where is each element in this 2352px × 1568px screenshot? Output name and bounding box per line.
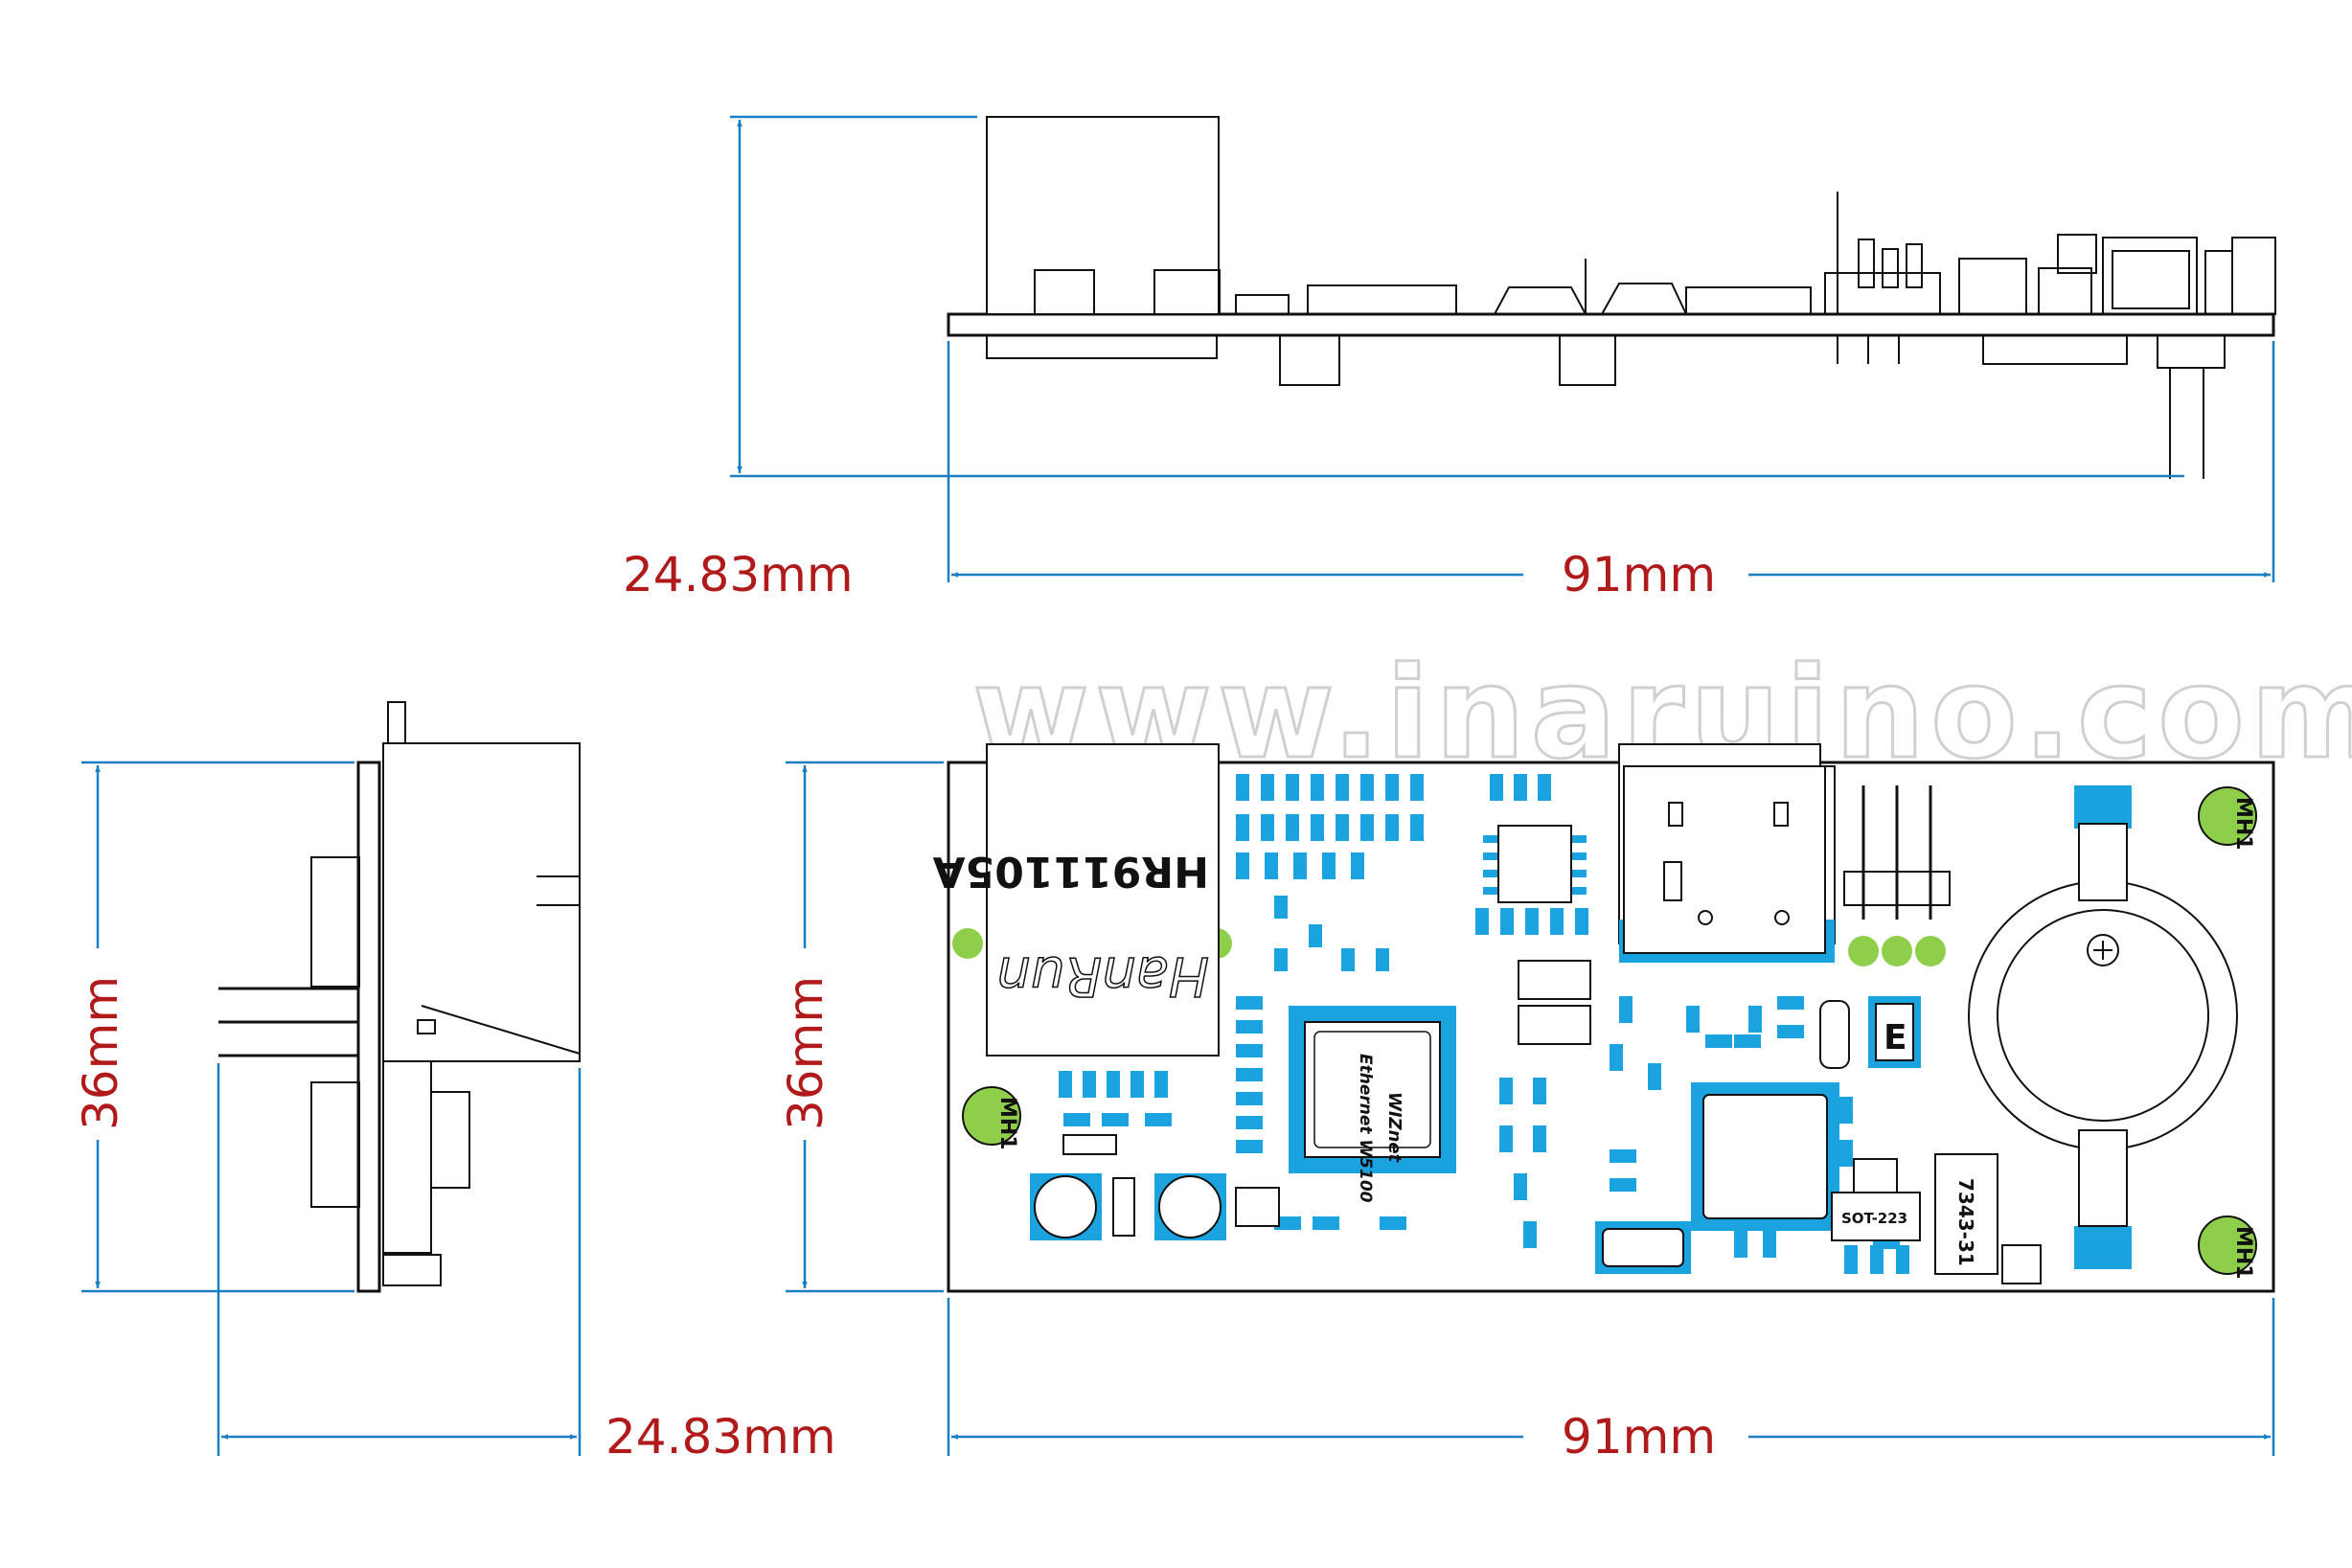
side-height-label: 24.83mm bbox=[623, 547, 854, 602]
side-bottom bbox=[1279, 334, 1340, 386]
side-comp bbox=[1601, 283, 1687, 315]
side-comp bbox=[1034, 269, 1095, 315]
diodes bbox=[1518, 960, 2042, 1284]
ethernet-chip-model: Ethernet W5100 bbox=[1356, 1054, 1375, 1203]
side-comp bbox=[2038, 267, 2092, 315]
battery-holder bbox=[1968, 785, 2238, 1269]
capacitor-label: 7343-31 bbox=[1954, 1178, 1977, 1266]
top-dimensions bbox=[786, 761, 2275, 1456]
front-rj45 bbox=[382, 742, 581, 1062]
side-comp bbox=[2102, 237, 2198, 315]
front-dimensions bbox=[81, 761, 582, 1456]
regulator-label: SOT-223 bbox=[1841, 1210, 1907, 1227]
side-bottom bbox=[1982, 334, 2128, 365]
side-bottom bbox=[2157, 334, 2226, 369]
side-comp bbox=[1685, 286, 1812, 315]
side-view bbox=[947, 116, 2276, 479]
side-comp bbox=[1153, 269, 1221, 315]
side-dimensions bbox=[730, 115, 2275, 582]
side-comp bbox=[1906, 243, 1923, 288]
side-comp bbox=[1958, 258, 2027, 315]
front-view bbox=[218, 701, 581, 1293]
side-comp bbox=[2112, 250, 2190, 309]
inductors bbox=[1030, 1134, 1280, 1240]
jumper-label: E bbox=[1884, 1018, 1907, 1057]
side-bottom bbox=[986, 334, 1218, 359]
mount-hole-label: MH1 bbox=[2231, 797, 2255, 851]
side-comp bbox=[1858, 239, 1875, 288]
side-comp bbox=[2057, 234, 2097, 274]
mount-hole-2: MH1 bbox=[962, 1086, 1021, 1150]
side-comp bbox=[1235, 294, 1290, 315]
side-rj45 bbox=[986, 116, 1220, 315]
mount-hole-1: MH1 bbox=[2198, 786, 2257, 851]
side-pcb bbox=[947, 312, 2275, 337]
mount-hole-label: MH1 bbox=[2231, 1226, 2255, 1280]
battery-plus-icon bbox=[2087, 934, 2119, 966]
voltage-regulator: SOT-223 bbox=[1831, 1158, 1921, 1274]
side-comp bbox=[1494, 286, 1587, 315]
side-comp bbox=[2231, 237, 2276, 315]
smd-pads bbox=[1059, 774, 1900, 1258]
front-height-label: 36mm bbox=[73, 976, 128, 1130]
eeprom-chip bbox=[1497, 825, 1572, 903]
front-width-label: 24.83mm bbox=[605, 1409, 836, 1465]
rj45-brand: HanRun bbox=[996, 944, 1209, 1007]
side-length-label: 91mm bbox=[1562, 547, 1716, 602]
rj45-part-number: HR911105A bbox=[933, 847, 1209, 896]
top-view: HR911105A HanRun bbox=[933, 743, 2275, 1293]
front-pcb bbox=[356, 761, 381, 1293]
crystal bbox=[1595, 1221, 1691, 1274]
top-length-label: 91mm bbox=[1562, 1409, 1716, 1465]
ethernet-chip: WIZnet Ethernet W5100 bbox=[1289, 1006, 1456, 1203]
pin-header bbox=[1843, 785, 1951, 966]
side-comp bbox=[1307, 284, 1457, 315]
side-comp bbox=[2204, 250, 2233, 315]
jumper: E bbox=[1819, 996, 1921, 1069]
mcu-chip bbox=[1691, 1082, 1839, 1231]
tantalum-capacitor: 7343-31 bbox=[1934, 1153, 1998, 1275]
mount-hole-3: MH1 bbox=[2198, 1216, 2257, 1280]
top-height-label: 36mm bbox=[778, 976, 833, 1130]
mount-hole-label: MH1 bbox=[995, 1097, 1019, 1150]
side-comp bbox=[1882, 248, 1899, 288]
sd-card-holder bbox=[1618, 743, 1836, 963]
rj45-jack: HR911105A HanRun bbox=[933, 743, 1232, 1057]
ethernet-chip-brand: WIZnet bbox=[1384, 1092, 1404, 1164]
side-bottom bbox=[1559, 334, 1616, 386]
